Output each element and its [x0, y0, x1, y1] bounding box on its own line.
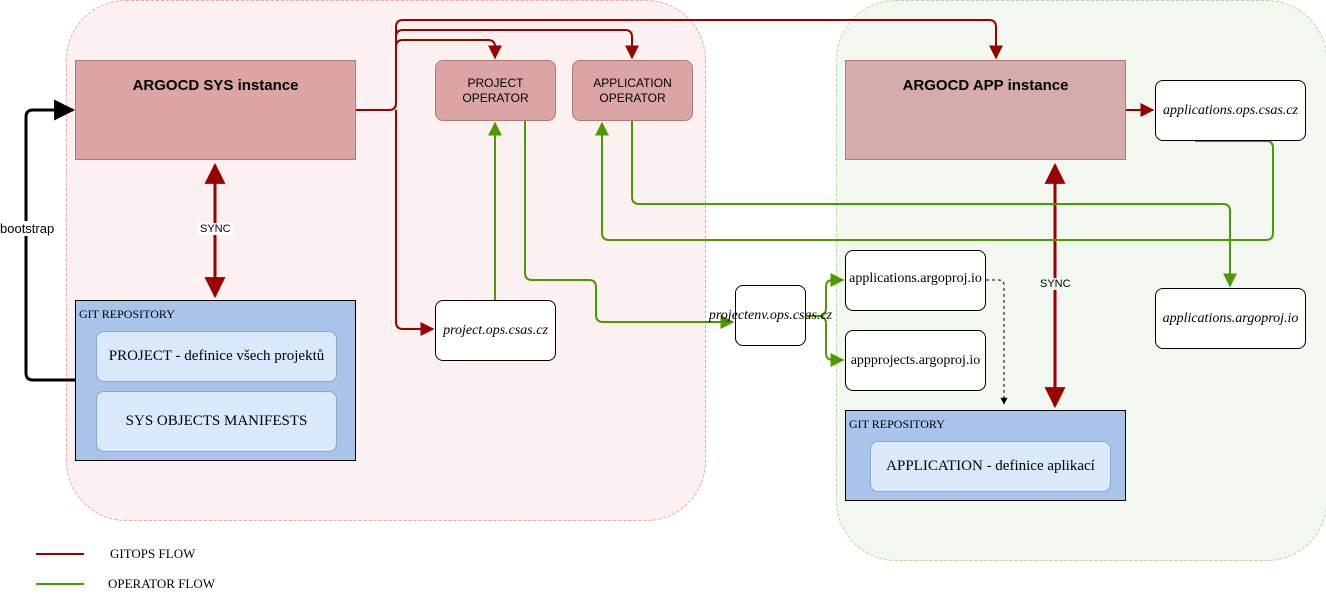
application-operator: APPLICATION OPERATOR [572, 60, 693, 121]
applications-ops-crd: applications.ops.csas.cz [1155, 80, 1306, 141]
gitops-sys-to-app-instance [356, 19, 1003, 111]
appprojects-argoproj-crd: appprojects.argoproj.io [845, 330, 986, 391]
gitops-sys-to-project-ops [395, 110, 435, 336]
app-git-repository: GIT REPOSITORY APPLICATION - definice ap… [845, 410, 1126, 501]
project-ops-crd: project.ops.csas.cz [435, 300, 556, 361]
applications-argoproj-mid-crd: applications.argoproj.io [845, 250, 986, 311]
sys-repo-label: GIT REPOSITORY [79, 307, 175, 321]
app-repo-item-application: APPLICATION - definice aplikací [870, 441, 1111, 492]
legend-gitops-label: GITOPS FLOW [110, 546, 196, 561]
argocd-sys-instance: ARGOCD SYS instance [75, 60, 356, 160]
gitops-sys-to-application-operator [395, 29, 639, 60]
bootstrap-label: bootstrap [0, 221, 55, 236]
argocd-app-instance: ARGOCD APP instance [845, 60, 1126, 160]
sys-repo-item-sys-objects: SYS OBJECTS MANIFESTS [96, 391, 337, 452]
app-repo-label: GIT REPOSITORY [849, 417, 945, 431]
dashed-applications-to-app-repo [986, 279, 1008, 405]
sync-sys-label: SYNC [198, 223, 233, 235]
gitops-sys-to-project-operator [395, 39, 502, 60]
operator-project-operator-to-projectenv [524, 121, 735, 329]
operator-applications-ops-to-application-operator [595, 121, 1274, 241]
sys-git-repository: GIT REPOSITORY PROJECT - definice všech … [75, 300, 356, 461]
applications-argoproj-right-crd: applications.argoproj.io [1155, 288, 1306, 349]
bootstrap-edge [24, 99, 76, 382]
sync-app-label: SYNC [1038, 278, 1073, 290]
operator-projectenv-to-appprojects [806, 315, 845, 367]
operator-application-operator-to-applications-right [631, 121, 1237, 288]
legend-operator-label: OPERATOR FLOW [108, 576, 216, 591]
project-operator: PROJECT OPERATOR [435, 60, 556, 121]
projectenv-ops-crd: projectenv.ops.csas.cz [709, 285, 832, 346]
sys-repo-item-project: PROJECT - definice všech projektů [96, 331, 337, 382]
